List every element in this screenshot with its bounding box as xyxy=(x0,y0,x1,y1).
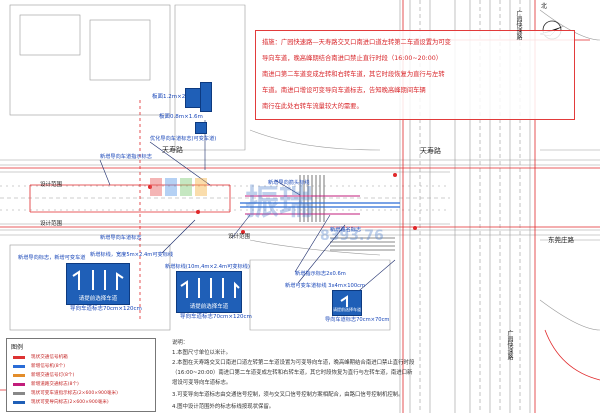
notes-line: 说明： xyxy=(172,340,189,346)
callout-label: 新增指示标志2x0.6m xyxy=(295,271,346,277)
callout-label: 新增路名标志 xyxy=(330,227,362,233)
callout-label: 新增导向车道标志 xyxy=(100,235,142,241)
callout-label: 新增可变车道标线 3x4m×100cm xyxy=(285,283,366,289)
sign-size-label: 导向车道标志70cm×120cm xyxy=(70,306,142,312)
road-name-label: 天寿路 xyxy=(162,146,183,154)
legend-symbol xyxy=(13,401,25,404)
lane-arrows-icon xyxy=(180,278,240,298)
measure-note-line: 南进口第二车道变成左转和右转车道，其它时段恢复为直行与左转 xyxy=(262,71,445,78)
road-guangzhou-label: 广园快速路 xyxy=(515,10,522,40)
callout-label: 新增导向标志，新增可变车道 xyxy=(18,255,86,261)
legend-row: 新增信号机(8个) xyxy=(31,364,66,369)
small-sign-icon xyxy=(195,122,207,134)
board-size-label: 板面1.2m×2m xyxy=(152,94,191,100)
callout-label: 新增标线，宽度5m×2.4m可变标线 xyxy=(90,252,174,258)
legend-symbol xyxy=(13,392,25,395)
lane-guide-sign-2: 请提前选择车道 xyxy=(176,271,242,313)
notes-line: 4.图中设计范围外的标志标线按现状保留。 xyxy=(172,404,275,410)
sign-caption: 请提前选择车道 xyxy=(189,304,229,310)
measure-note-line: 措施：广园快速路—天寿路交叉口南进口道左转第二车道设置为可变 xyxy=(262,39,451,46)
lane-guide-sign-1: 请提前选择车道 xyxy=(66,263,130,305)
legend-symbol xyxy=(13,356,25,359)
vertical-sign-icon xyxy=(200,82,212,112)
callout-label: 新增导向箭头标线 xyxy=(268,180,310,186)
turn-arrow-icon xyxy=(340,295,348,307)
watermark-text: 振瑞 xyxy=(245,183,313,223)
legend-symbol xyxy=(13,374,25,377)
legend-row: 新增道路交通标志(8个) xyxy=(31,382,79,387)
legend-title: 图例 xyxy=(11,344,24,351)
sign-size-label: 导向车道标志70cm×70cm xyxy=(325,317,390,323)
compass-label: 北 xyxy=(541,3,548,10)
measure-note-line: 车道。南进口增设可变导向车道标志，告知晚高峰期间车辆 xyxy=(262,87,426,94)
legend-row: 现状可变车道指示标志(2×600×900毫米) xyxy=(31,391,118,396)
design-boundary-label: 设计范围 xyxy=(228,234,251,240)
legend-row: 现状可变导向标志(2×600×900毫米) xyxy=(31,400,109,405)
notes-line: 2.本图在天寿路交叉口南进口道左转第二车道设置为可变导向车道，晚高峰期结合南进口… xyxy=(172,360,415,366)
measure-note-line: 南行在此处右转车流量较大的需要。 xyxy=(262,103,363,110)
vertical-sign-icon xyxy=(185,88,201,108)
road-east-label: 东莞庄路 xyxy=(548,236,574,244)
notes-line: （16:00~20:00）南进口第二车道变成左转和右转车道，其它时段恢复为直行与… xyxy=(172,370,413,376)
sign-caption: 请提前选择车道 xyxy=(78,296,118,302)
legend-row: 现状交通信号机箱 xyxy=(31,355,68,360)
lane-guide-sign-3: 请提前选择车道 xyxy=(332,290,362,316)
measure-note-line: 导向车道，晚高峰期结合南进口禁止直行时段（16:00~20:00） xyxy=(262,55,443,62)
road-name-label: 天寿路 xyxy=(420,147,441,155)
lane-arrows-icon xyxy=(72,270,124,290)
legend-symbol xyxy=(13,365,25,368)
notes-line: 增设可变导向车道标志。 xyxy=(172,380,232,386)
design-boundary-label: 设计范围 xyxy=(40,182,63,188)
sign-caption: 请提前选择车道 xyxy=(333,307,361,312)
legend-panel: 图例 现状交通信号机箱 新增信号机(8个) 新增交通信号灯(8个) 新增道路交通… xyxy=(6,338,156,412)
callout-label: 新增导向车道指示标志 xyxy=(100,154,152,160)
legend-symbol xyxy=(13,383,25,386)
road-guangzhou-label: 广园快速路 xyxy=(506,330,513,360)
design-boundary-label: 设计范围 xyxy=(40,221,63,227)
board-size-label: 板面0.8m×1.6m xyxy=(159,114,203,120)
callout-label: 优化导向车道标志(可变车道) xyxy=(150,136,217,142)
measure-note-box: 措施：广园快速路—天寿路交叉口南进口道左转第二车道设置为可变 导向车道，晚高峰期… xyxy=(255,30,575,120)
legend-row: 新增交通信号灯(8个) xyxy=(31,373,75,378)
sign-size-label: 导向车道标志70cm×120cm xyxy=(180,314,252,320)
notes-line: 3.可变导向车道标志由交通信号控制，须与交叉口信号控制方案相配合，由路口信号控制… xyxy=(172,392,404,398)
watermark-number: 8393.76 xyxy=(320,228,384,244)
callout-label: 新增标线(10m,4m×2.4m可变标线) xyxy=(165,264,250,270)
notes-line: 1.本图尺寸单位以米计。 xyxy=(172,350,232,356)
